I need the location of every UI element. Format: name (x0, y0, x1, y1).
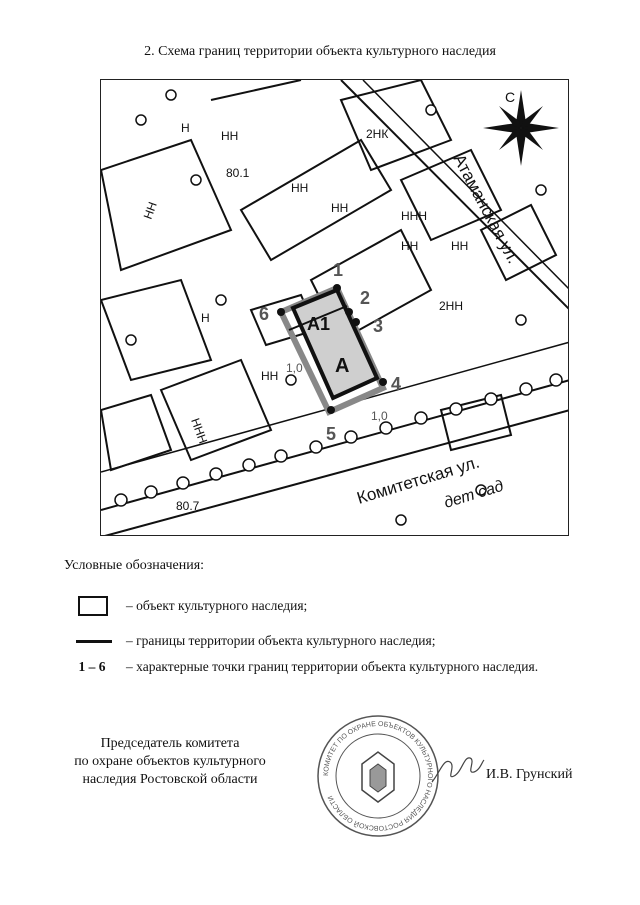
svg-text:80.7: 80.7 (176, 499, 200, 513)
svg-text:С: С (505, 89, 515, 105)
signer-name: И.В. Грунский (486, 767, 573, 782)
legend-item-label: – объект культурного наследия; (126, 598, 308, 613)
svg-text:НН: НН (261, 369, 278, 383)
points-range-symbol: 1 – 6 (78, 659, 106, 674)
official-seal: КОМИТЕТ ПО ОХРАНЕ ОБЪЕКТОВ КУЛЬТУРНОГО Н… (317, 715, 439, 837)
svg-text:Н: Н (201, 311, 210, 325)
position-line: Председатель комитета (100, 736, 240, 751)
boundary-line-symbol (76, 640, 112, 643)
zone-labels: А1 А (307, 314, 349, 377)
svg-text:1,0: 1,0 (286, 361, 303, 375)
svg-text:НН: НН (221, 129, 238, 143)
position-line: наследия Ростовской области (82, 772, 258, 787)
buildings-labels: НН НН 2НК НН НН ННН 2НН НН НН НН ННН Н Н (141, 121, 469, 445)
svg-text:1,0: 1,0 (371, 409, 388, 423)
legend-item-label: – характерные точки границ территории об… (126, 659, 539, 674)
point-labels: 1 2 3 4 5 6 (259, 260, 401, 444)
svg-text:НН: НН (331, 201, 348, 215)
signatory-position: Председатель комитета по охране объектов… (60, 735, 280, 789)
svg-text:6: 6 (259, 304, 269, 324)
svg-text:1: 1 (333, 260, 343, 280)
boundary-points (277, 284, 387, 414)
svg-text:5: 5 (326, 424, 336, 444)
svg-text:ННН: ННН (401, 209, 427, 223)
legend-title: Условные обозначения: (64, 558, 205, 573)
svg-text:2НН: 2НН (439, 299, 463, 313)
page-title: 2. Схема границ территории объекта культ… (144, 44, 496, 59)
handwritten-signature (431, 757, 485, 783)
object-rect-symbol (78, 596, 108, 616)
svg-text:Н: Н (181, 121, 190, 135)
svg-text:НН: НН (451, 239, 468, 253)
position-line: по охране объектов культурного (74, 754, 266, 769)
svg-text:А1: А1 (307, 314, 330, 334)
svg-text:4: 4 (391, 374, 401, 394)
svg-text:А: А (335, 355, 349, 377)
street-grid (101, 80, 568, 535)
svg-text:НН: НН (291, 181, 308, 195)
elevation-labels: 80.1 80.7 (176, 166, 250, 513)
compass-rose: С (483, 89, 559, 166)
legend-item-label: – границы территории объекта культурного… (126, 633, 436, 648)
trees (114, 89, 563, 526)
svg-text:2: 2 (360, 288, 370, 308)
svg-text:НН: НН (141, 200, 160, 221)
site-plan-map: НН НН 2НК НН НН ННН 2НН НН НН НН ННН Н Н… (100, 79, 569, 536)
svg-text:дет сад: дет сад (442, 478, 506, 512)
svg-text:ННН: ННН (188, 416, 210, 445)
svg-text:80.1: 80.1 (226, 166, 250, 180)
svg-text:2НК: 2НК (366, 127, 388, 141)
territory-boundary (276, 284, 387, 416)
svg-text:3: 3 (373, 316, 383, 336)
distance-labels: 1,0 1,0 (286, 361, 388, 423)
svg-text:НН: НН (401, 239, 418, 253)
